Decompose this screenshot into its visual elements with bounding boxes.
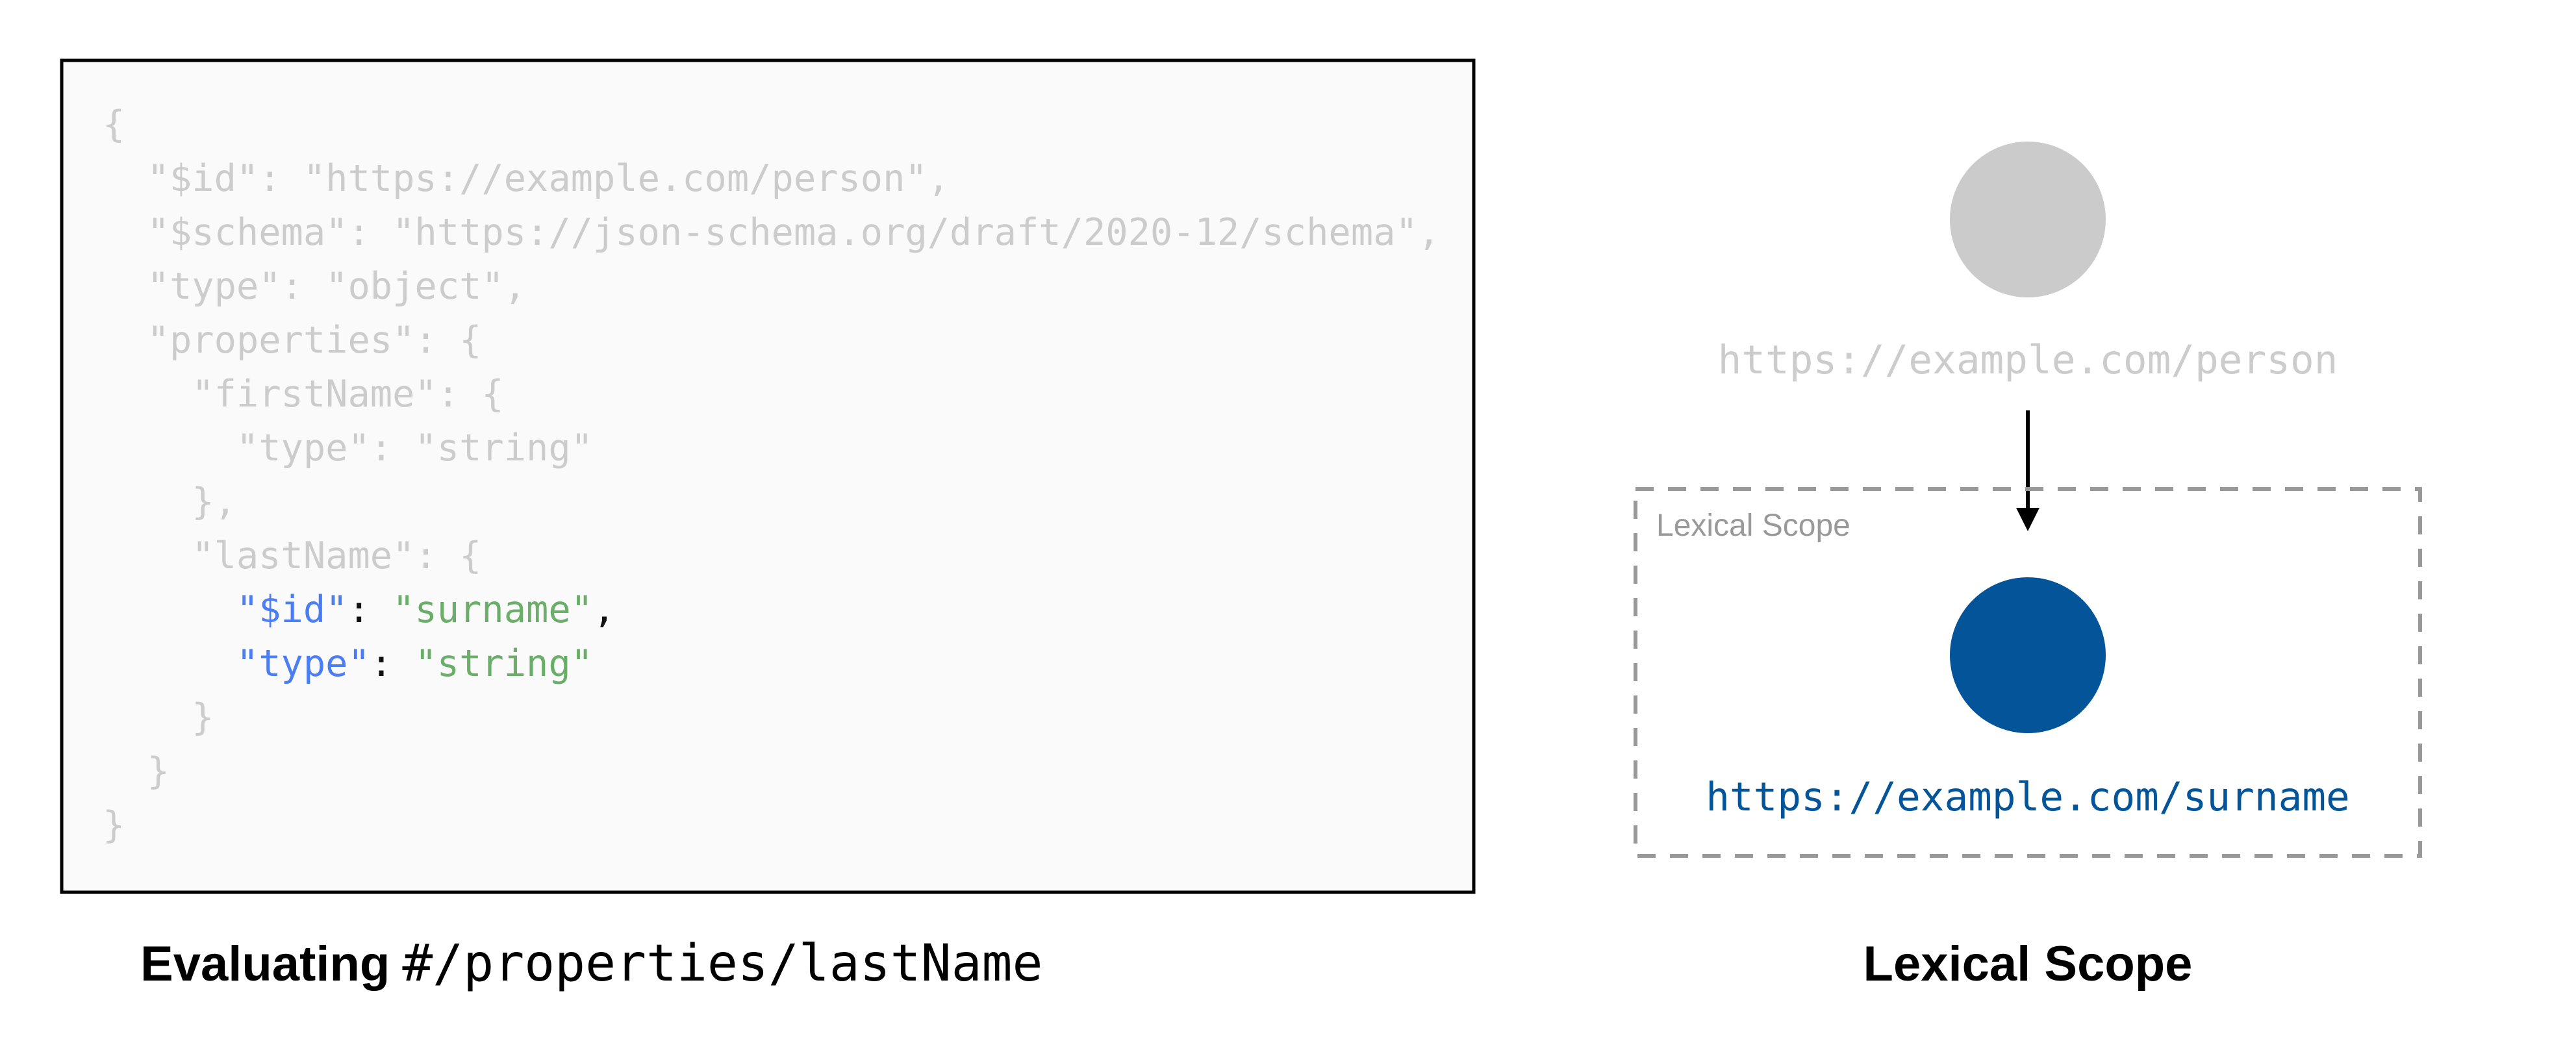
code-token-dim: } (103, 804, 125, 847)
code-line: { (103, 103, 125, 146)
caption-pointer: #/properties/lastName (402, 934, 1042, 993)
diagram-title: Lexical Scope (1863, 936, 2193, 992)
evaluating-caption: Evaluating #/properties/lastName (140, 934, 1042, 993)
code-token-dim (103, 642, 236, 685)
code-line: "properties": { (103, 319, 481, 362)
code-token-dim: "firstName": { (103, 373, 504, 416)
code-token-dim: "$schema": "https://json-schema.org/draf… (103, 211, 1440, 254)
code-line: "$schema": "https://json-schema.org/draf… (103, 211, 1440, 254)
code-token-dim: } (103, 696, 214, 739)
code-token-dim: }, (103, 481, 236, 523)
code-token-punct: : (370, 642, 415, 685)
code-token-string: "surname" (392, 588, 593, 631)
parent-schema-node (1950, 142, 2106, 297)
code-token-dim (103, 588, 236, 631)
caption-bold: Evaluating (140, 936, 390, 992)
parent-uri-label: https://example.com/person (1718, 337, 2338, 383)
code-line: "type": "object", (103, 265, 526, 308)
code-token-string: "string" (414, 642, 593, 685)
code-line: "type": "string" (103, 427, 593, 469)
code-line: "type": "string" (103, 642, 593, 685)
current-uri-label: https://example.com/surname (1706, 774, 2350, 820)
code-token-dim: "$id": "https://example.com/person", (103, 157, 950, 200)
code-token-punct: , (593, 588, 615, 631)
code-line: "lastName": { (103, 534, 481, 577)
code-token-dim: } (103, 750, 170, 793)
code-token-dim: "type": "object", (103, 265, 526, 308)
scope-box-label: Lexical Scope (1656, 508, 1850, 543)
code-token-dim: "properties": { (103, 319, 481, 362)
code-token-key: "type" (236, 642, 370, 685)
code-line: "$id": "surname", (103, 588, 615, 631)
code-token-key: "$id" (236, 588, 348, 631)
code-line: } (103, 696, 214, 739)
code-block: { "$id": "https://example.com/person", "… (103, 103, 1440, 847)
code-token-dim: "type": "string" (103, 427, 593, 469)
lexical-scope-box (1634, 487, 2422, 858)
code-line: }, (103, 481, 236, 523)
code-line: } (103, 750, 170, 793)
code-token-dim: "lastName": { (103, 534, 481, 577)
code-token-dim: { (103, 103, 125, 146)
code-line: "$id": "https://example.com/person", (103, 157, 950, 200)
current-schema-node (1950, 577, 2106, 733)
code-panel (60, 58, 1476, 894)
code-line: "firstName": { (103, 373, 504, 416)
code-token-punct: : (348, 588, 393, 631)
code-line: } (103, 804, 125, 847)
